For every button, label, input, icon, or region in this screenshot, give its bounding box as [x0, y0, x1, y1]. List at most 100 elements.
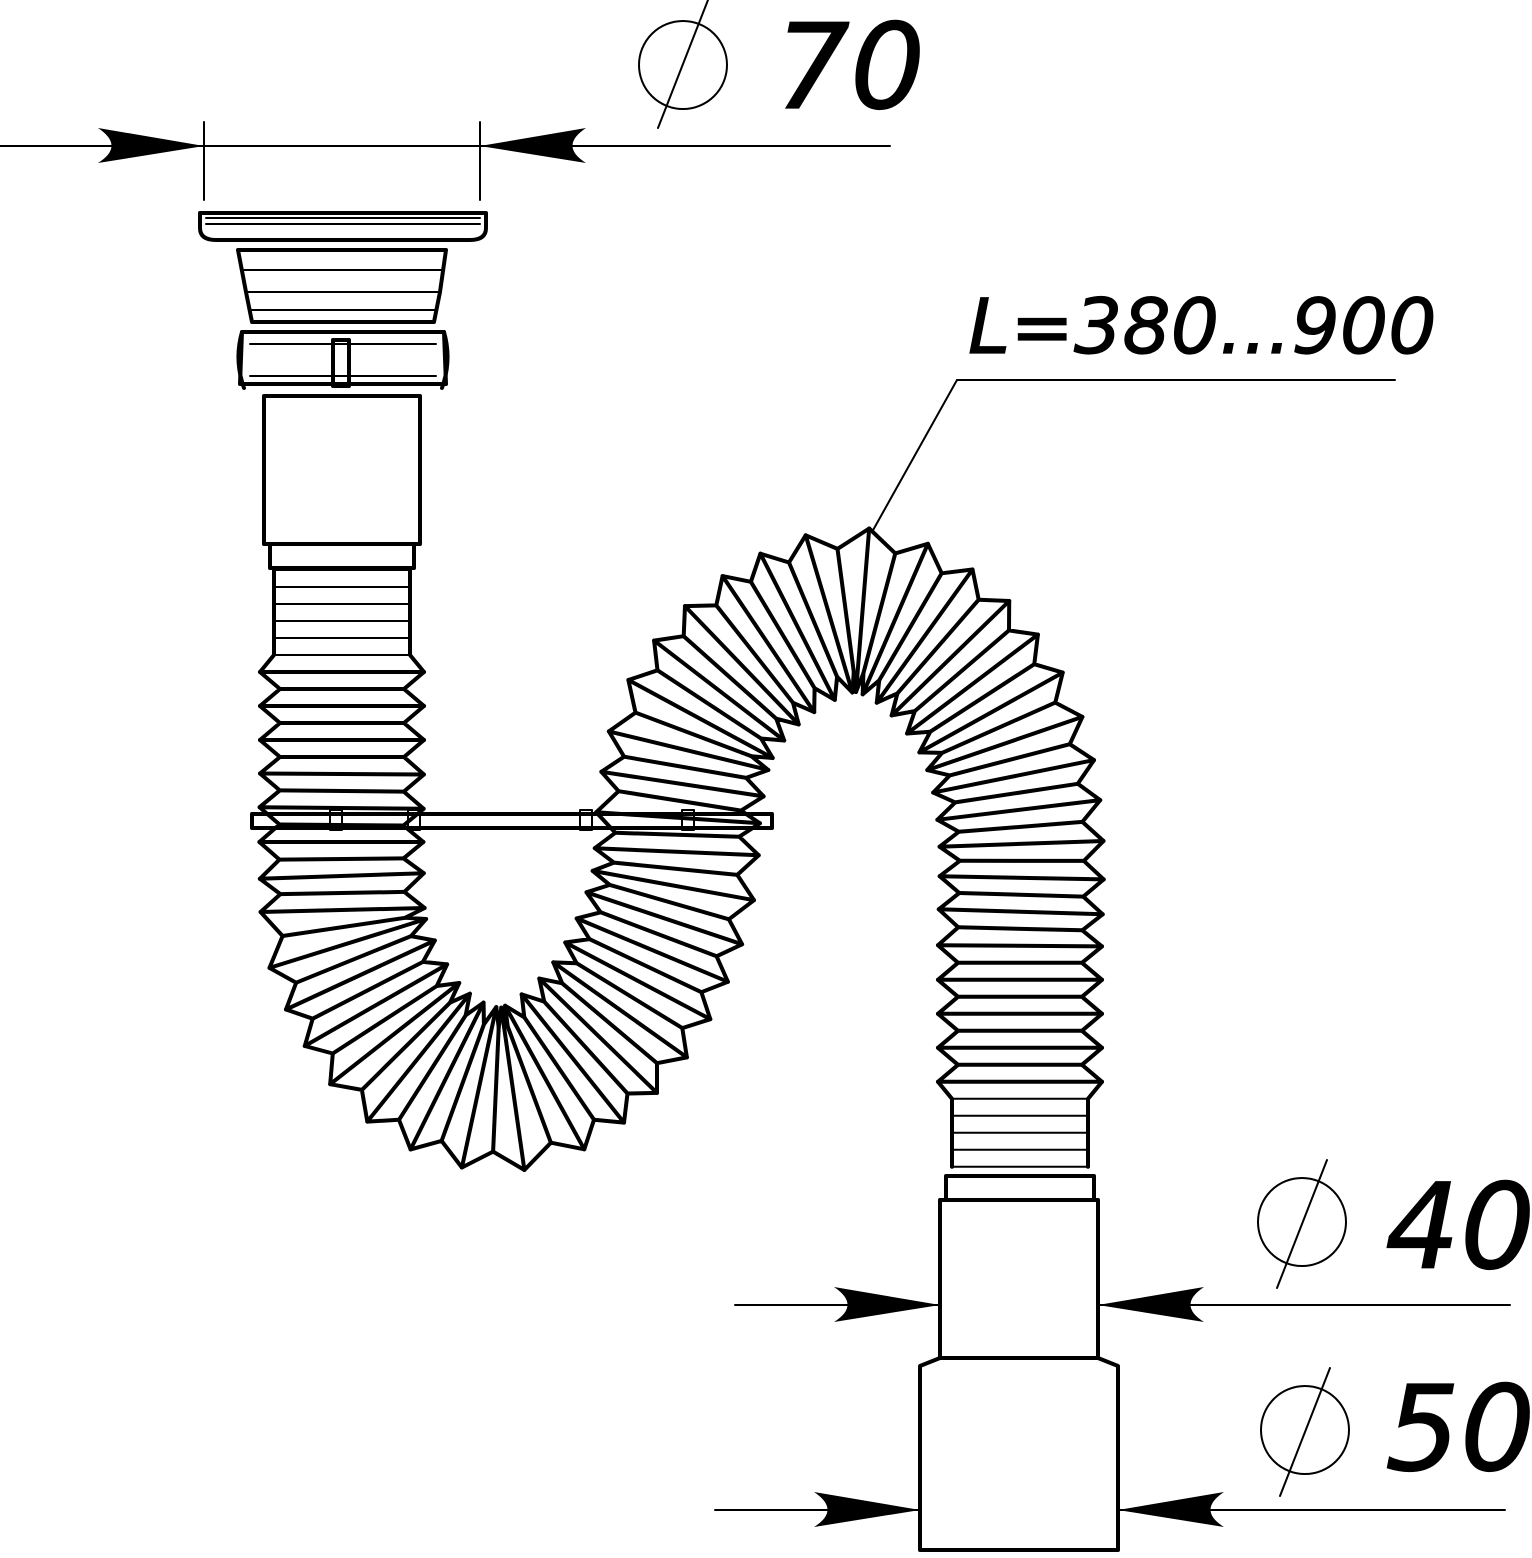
hose-rib	[365, 991, 472, 1124]
hose-rib	[947, 742, 1072, 778]
hose-rib	[408, 1000, 486, 1152]
hose-rib	[277, 856, 406, 862]
hose-rib	[874, 567, 975, 705]
hose-rib	[748, 579, 817, 691]
hose-rib	[931, 758, 1096, 795]
hose-rib	[284, 938, 437, 1012]
hose-rib	[940, 700, 1058, 755]
hose-rib	[633, 710, 754, 759]
hose-rib	[503, 1003, 587, 1152]
hose-rib	[584, 890, 745, 947]
hose-rib	[935, 798, 1103, 822]
hose-rib	[258, 906, 427, 914]
hose-rib	[953, 781, 1080, 805]
hose-rib	[928, 662, 1037, 734]
hose-clamp	[250, 809, 774, 831]
hose-rib	[956, 819, 1085, 834]
dimension-diameter-40: 40	[734, 1157, 1532, 1322]
hose-rib	[758, 551, 837, 702]
hose-rib	[905, 632, 1040, 736]
hose-rib	[551, 960, 689, 1060]
hose-rib	[803, 533, 855, 695]
hose-rib	[917, 670, 1065, 755]
hose-rib	[835, 546, 856, 674]
hose-rib	[491, 1025, 501, 1154]
hose-rib	[542, 999, 630, 1096]
diameter-symbol-icon	[1260, 1367, 1350, 1497]
hose-rib	[592, 846, 761, 858]
diameter-symbol-icon	[638, 0, 728, 129]
hose-rib	[889, 599, 1012, 718]
hose-rib	[505, 1024, 553, 1145]
hose-rib	[574, 916, 730, 984]
diameter-symbol-icon	[1257, 1159, 1347, 1289]
hose-rib	[714, 603, 795, 705]
hose-rib	[607, 882, 731, 922]
dimension-arrow-left	[98, 128, 204, 163]
hose-rib	[258, 771, 426, 777]
hose-rib	[877, 571, 944, 683]
hose-rib	[310, 959, 425, 1021]
hose-rib	[294, 934, 414, 985]
hose-rib	[257, 805, 426, 811]
hose-rib	[956, 925, 1085, 933]
hose-rib	[267, 917, 429, 970]
diameter-40-value: 40	[1385, 1158, 1532, 1296]
hose-rib	[854, 526, 872, 694]
dimension-length: L=380...900	[871, 281, 1437, 533]
dimension-arrow-right	[480, 128, 586, 163]
dimension-top-diameter: 70	[0, 0, 926, 201]
hose-outline-right	[401, 526, 1106, 1169]
hose-rib	[957, 891, 1086, 899]
hose-rib	[522, 1015, 596, 1122]
hose-rib	[587, 937, 704, 995]
hose-rib	[328, 981, 462, 1087]
hose-rib	[860, 541, 930, 697]
hose-rib	[519, 992, 626, 1125]
hose-rib	[439, 1022, 486, 1143]
hose-rib	[257, 871, 426, 881]
hose-rib	[613, 830, 742, 839]
hose-outline-left	[257, 568, 962, 1172]
hose-rib	[537, 976, 659, 1095]
hose-rib	[681, 634, 779, 721]
hose-rib	[787, 560, 840, 679]
drain-strainer	[198, 211, 488, 570]
hose-rib	[652, 638, 787, 743]
hose-rib	[499, 1005, 527, 1172]
hose-rib	[302, 962, 450, 1048]
top-diameter-value: 70	[775, 0, 925, 136]
hose-rib	[936, 943, 1104, 949]
hose-rib	[936, 907, 1105, 917]
hose-rib	[683, 604, 801, 727]
hose-rib	[925, 714, 1085, 773]
dimension-arrow-left	[814, 1492, 920, 1527]
hose-rib	[912, 628, 1011, 714]
hose-rib	[278, 889, 407, 897]
hose-rib	[611, 860, 740, 877]
hose-rib	[560, 981, 659, 1066]
dimension-arrow-left	[834, 1287, 940, 1322]
hose-rib	[563, 940, 713, 1022]
outlet-fitting	[918, 1174, 1120, 1552]
dimension-arrow-right	[1098, 1287, 1204, 1322]
hose-rib	[937, 839, 1106, 849]
length-label: L=380...900	[968, 282, 1437, 371]
hose-rib	[397, 1013, 468, 1122]
hose-rib	[359, 1000, 452, 1092]
corrugated-hose	[257, 526, 1106, 1172]
dimension-diameter-50: 50	[714, 1359, 1532, 1527]
hose-rib	[895, 597, 981, 696]
hose-rib	[616, 789, 744, 813]
hose-rib	[622, 754, 749, 780]
hose-rib	[330, 984, 439, 1056]
hose-rib	[655, 668, 764, 741]
diameter-50-value: 50	[1385, 1360, 1532, 1498]
hose-rib	[459, 1005, 499, 1170]
hose-rib	[861, 551, 898, 676]
hose-rib	[590, 868, 756, 903]
hose-rib	[598, 910, 719, 959]
hose-rib	[720, 574, 817, 715]
hose-rib	[574, 961, 685, 1031]
